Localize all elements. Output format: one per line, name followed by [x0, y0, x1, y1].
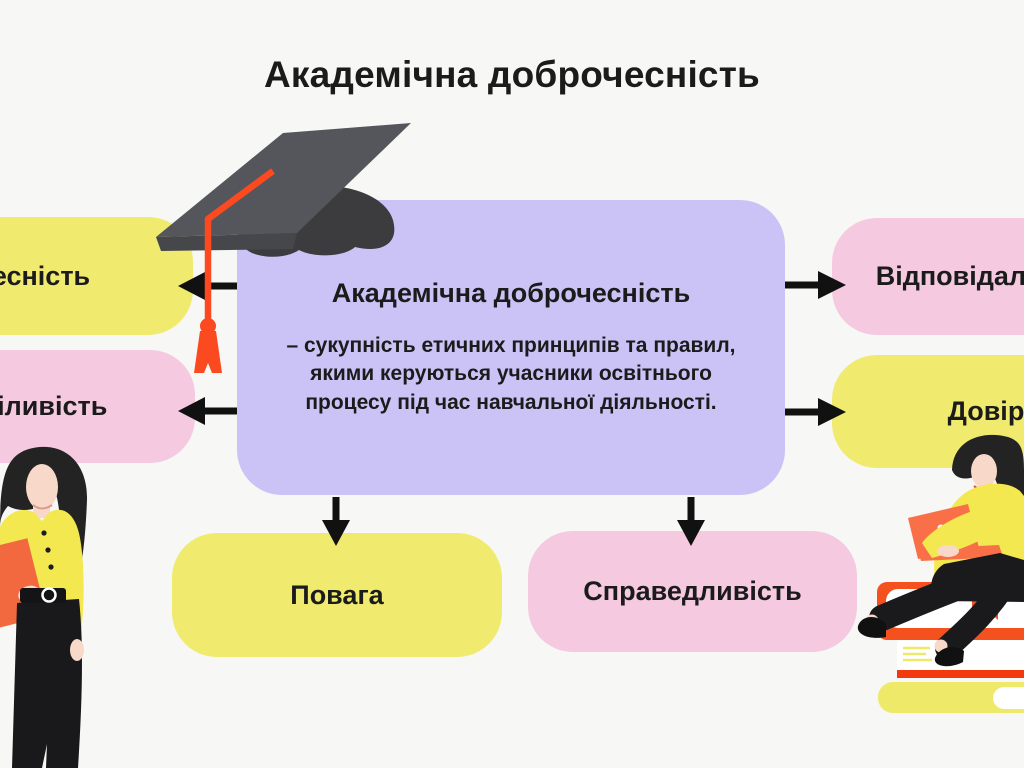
bookmark [972, 589, 998, 620]
value-label-responsibility: Відповідальність [875, 261, 1024, 291]
book-top [877, 582, 1024, 640]
value-box-courage: Сміливість [0, 350, 195, 463]
definition-text: – сукупність етичних принципів та правил… [286, 333, 736, 414]
left-person-pants [12, 599, 82, 768]
value-label-fairness: Справедливість [583, 576, 802, 606]
book-top-pages [886, 589, 1024, 628]
cap-tassel-knob [200, 318, 216, 334]
value-box-respect: Повага [172, 533, 502, 657]
left-person-book [0, 538, 47, 632]
left-person-blouse [0, 509, 84, 651]
definition-heading: Академічна доброчесність [331, 278, 691, 309]
left-person-face [26, 464, 58, 510]
value-label-courage: Сміливість [0, 391, 108, 421]
value-box-fairness: Справедливість [528, 531, 857, 652]
value-label-honesty: Чесність [0, 260, 91, 291]
right-person-lap [931, 553, 1024, 602]
right-person-hand [937, 545, 959, 557]
value-box-honesty: Чесність [0, 217, 193, 335]
right-person-sweater [934, 483, 1024, 600]
value-label-respect: Повага [290, 579, 384, 610]
laptop-logo [937, 524, 945, 532]
book-middle [897, 640, 1024, 670]
left-person-hair [0, 446, 88, 608]
page-title: Академічна доброчесність [264, 54, 760, 95]
left-person-belt [20, 588, 66, 603]
right-person-shoe-1 [857, 617, 886, 638]
right-person-shoe-2 [934, 647, 964, 667]
book-middle-stripe [897, 670, 1024, 678]
right-person-arm [922, 505, 1005, 558]
book-bottom-label [993, 687, 1024, 709]
left-person-hand [18, 585, 40, 603]
value-label-trust: Довіра [947, 396, 1024, 426]
left-person-hand-2 [70, 639, 84, 661]
left-person-buckle [41, 587, 57, 603]
laptop-screen [908, 504, 979, 559]
definition-box: Академічна доброчесність – сукупність ет… [237, 200, 785, 495]
right-person-leg-2 [935, 570, 1018, 660]
right-person-leg-1 [869, 559, 1013, 631]
cap-tassel [194, 331, 222, 373]
left-person-neck [33, 498, 50, 518]
value-box-trust: Довіра [832, 355, 1024, 468]
value-box-responsibility: Відповідальність [832, 218, 1024, 335]
book-bottom [878, 682, 1024, 713]
laptop-base [917, 545, 1003, 561]
